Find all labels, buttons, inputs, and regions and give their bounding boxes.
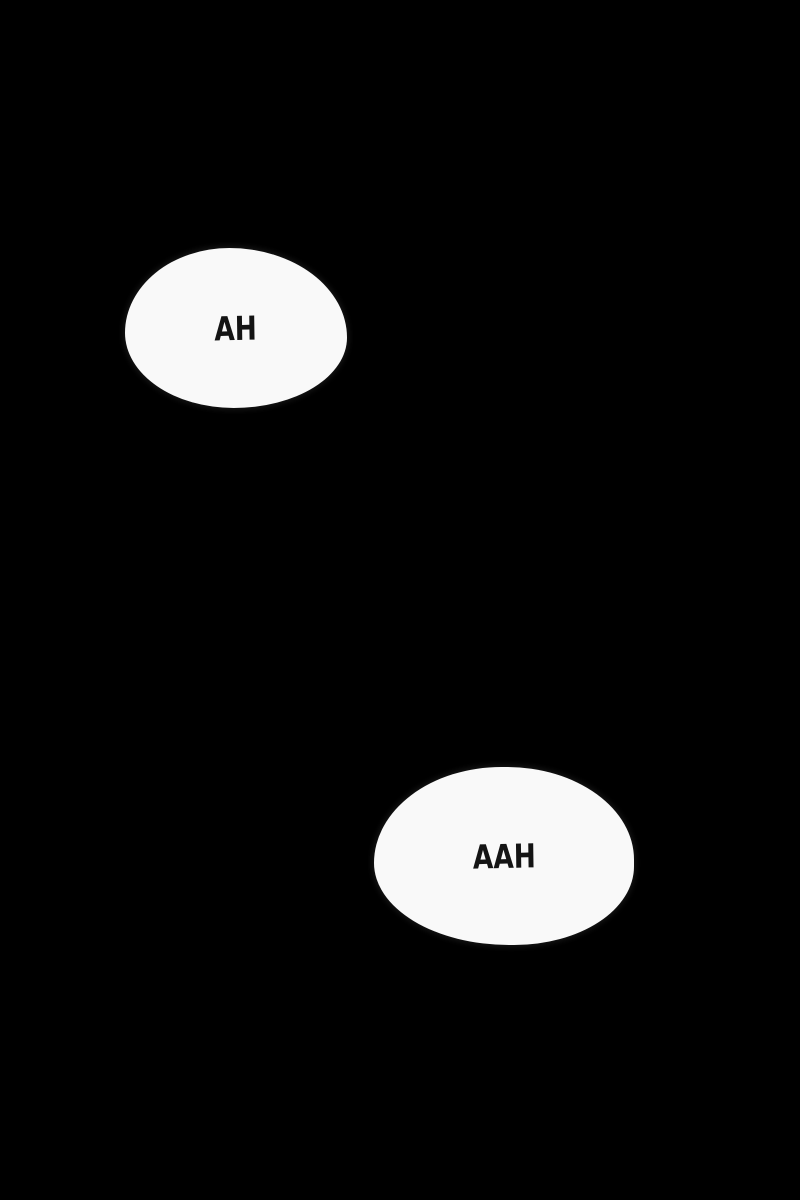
speech-bubble-aah: AAH (374, 767, 634, 945)
speech-bubble-aah-text: AAH (472, 835, 536, 877)
speech-bubble-ah-text: AH (214, 308, 258, 348)
speech-bubble-ah: AH (125, 248, 347, 408)
